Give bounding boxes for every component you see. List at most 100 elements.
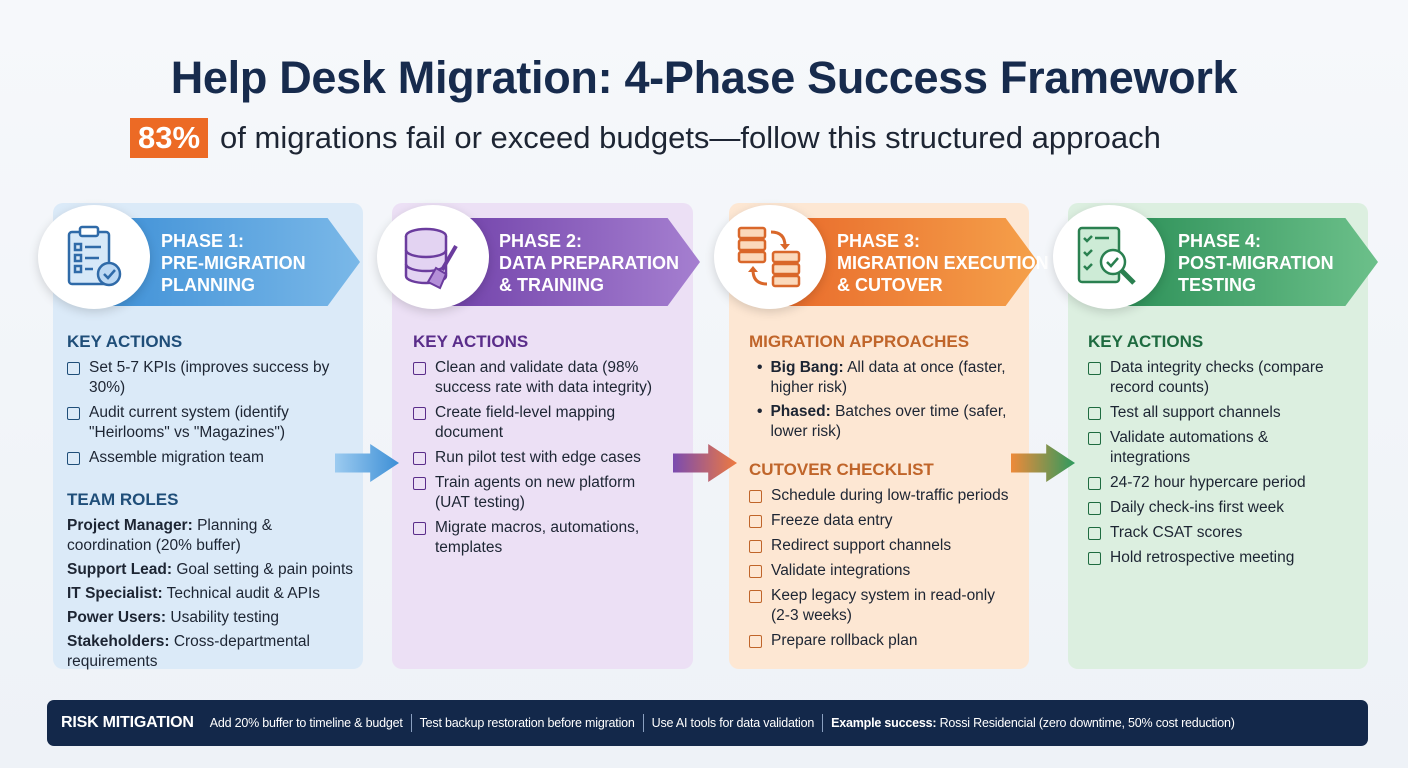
- phase-name: TESTING: [1178, 275, 1257, 295]
- key-actions-heading: KEY ACTIONS: [67, 332, 183, 351]
- role-item: Stakeholders: Cross-departmental require…: [67, 632, 337, 672]
- phase-label: PHASE 3:: [837, 231, 921, 251]
- approach-name: Phased:: [770, 403, 831, 420]
- checklist-item[interactable]: Test all support channels: [1088, 403, 1358, 423]
- role-item: Project Manager: Planning & coordination…: [67, 516, 297, 556]
- role-desc: Planning & coordination (20% buffer): [67, 517, 273, 554]
- clipboard-checklist-icon: [67, 225, 122, 287]
- role-item: IT Specialist: Technical audit & APIs: [67, 584, 357, 604]
- checkbox[interactable]: [67, 407, 80, 420]
- role-desc: Cross-departmental requirements: [67, 633, 310, 670]
- phase-label: PHASE 2:: [499, 231, 583, 251]
- phase-name: PRE-MIGRATION: [161, 253, 306, 273]
- item-text: Assemble migration team: [89, 449, 264, 466]
- checkbox[interactable]: [749, 540, 762, 553]
- checkbox[interactable]: [749, 565, 762, 578]
- checklist-item[interactable]: Keep legacy system in read-only (2-3 wee…: [749, 586, 1004, 626]
- checklist-item[interactable]: Redirect support channels: [749, 536, 1019, 556]
- divider: [642, 714, 644, 732]
- checkbox[interactable]: [1088, 552, 1101, 565]
- checkbox[interactable]: [67, 452, 80, 465]
- item-text: Prepare rollback plan: [771, 632, 918, 649]
- item-text: 24-72 hour hypercare period: [1110, 474, 1306, 491]
- approach-item: •Phased: Batches over time (safer, lower…: [757, 403, 1007, 440]
- checkbox[interactable]: [1088, 502, 1101, 515]
- item-text: Migrate macros, automations, templates: [435, 519, 640, 556]
- checkbox[interactable]: [1088, 407, 1101, 420]
- example-text: Rossi Residencial (zero downtime, 50% co…: [939, 716, 1235, 730]
- risk-item: Add 20% buffer to timeline & budget: [209, 716, 403, 730]
- phase-name: & TRAINING: [499, 275, 604, 295]
- checklist-item[interactable]: Validate integrations: [749, 561, 1019, 581]
- checkbox[interactable]: [1088, 477, 1101, 490]
- checkbox[interactable]: [1088, 432, 1101, 445]
- phase-3-title: PHASE 3:MIGRATION EXECUTION& CUTOVER: [837, 230, 1049, 296]
- checklist-item[interactable]: Set 5-7 KPIs (improves success by 30%): [67, 358, 357, 398]
- item-text: Validate integrations: [771, 562, 911, 579]
- key-actions-heading: KEY ACTIONS: [413, 332, 529, 351]
- item-text: Keep legacy system in read-only (2-3 wee…: [771, 587, 996, 624]
- checklist-item[interactable]: Data integrity checks (compare record co…: [1088, 358, 1353, 398]
- phase-3-content: MIGRATION APPROACHES •Big Bang: All data…: [749, 332, 1019, 656]
- checklist-item[interactable]: Migrate macros, automations, templates: [413, 518, 663, 558]
- phase-2-icon-circle: [377, 205, 489, 309]
- role-name: Project Manager:: [67, 517, 193, 534]
- item-text: Clean and validate data (98% success rat…: [435, 359, 653, 396]
- checkbox[interactable]: [1088, 362, 1101, 375]
- checkbox[interactable]: [749, 590, 762, 603]
- approach-desc: Batches over time (safer, lower risk): [770, 403, 1007, 440]
- checkbox[interactable]: [67, 362, 80, 375]
- checklist-item[interactable]: Validate automations & integrations: [1088, 428, 1318, 468]
- checkbox[interactable]: [749, 515, 762, 528]
- server-transfer-icon: [737, 226, 801, 288]
- role-desc: Goal setting & pain points: [176, 561, 354, 578]
- checklist-item[interactable]: Assemble migration team: [67, 448, 357, 468]
- checkbox[interactable]: [749, 635, 762, 648]
- checkbox[interactable]: [413, 522, 426, 535]
- item-text: Schedule during low-traffic periods: [771, 487, 1009, 504]
- checklist-item[interactable]: Track CSAT scores: [1088, 523, 1358, 543]
- item-text: Train agents on new platform (UAT testin…: [435, 474, 636, 511]
- checklist-item[interactable]: 24-72 hour hypercare period: [1088, 473, 1358, 493]
- phase-name: MIGRATION EXECUTION: [837, 253, 1049, 273]
- role-name: Power Users:: [67, 609, 167, 626]
- role-item: Support Lead: Goal setting & pain points: [67, 560, 357, 580]
- checkbox[interactable]: [413, 362, 426, 375]
- checklist-item[interactable]: Schedule during low-traffic periods: [749, 486, 1019, 506]
- divider: [822, 714, 824, 732]
- checklist-item[interactable]: Daily check-ins first week: [1088, 498, 1358, 518]
- checklist-item[interactable]: Run pilot test with edge cases: [413, 448, 683, 468]
- item-text: Validate automations & integrations: [1110, 429, 1269, 466]
- key-actions-heading: KEY ACTIONS: [1088, 332, 1204, 351]
- phase-3-icon-circle: [714, 205, 826, 309]
- phase-1-icon-circle: [38, 205, 150, 309]
- checklist-item[interactable]: Hold retrospective meeting: [1088, 548, 1358, 568]
- risk-mitigation-bar: RISK MITIGATION Add 20% buffer to timeli…: [47, 700, 1368, 746]
- role-item: Power Users: Usability testing: [67, 608, 357, 628]
- checklist-item[interactable]: Audit current system (identify "Heirloom…: [67, 403, 357, 443]
- checklist-item[interactable]: Freeze data entry: [749, 511, 1019, 531]
- risk-item: Test backup restoration before migration: [419, 716, 635, 730]
- approach-item: •Big Bang: All data at once (faster, hig…: [757, 359, 1006, 396]
- checklist-item[interactable]: Clean and validate data (98% success rat…: [413, 358, 683, 398]
- stat-badge: 83%: [130, 118, 209, 158]
- checklist-item[interactable]: Prepare rollback plan: [749, 631, 1019, 651]
- role-name: Support Lead:: [67, 561, 173, 578]
- checklist-item[interactable]: Create field-level mapping document: [413, 403, 653, 443]
- phase-name: POST-MIGRATION: [1178, 253, 1334, 273]
- checkbox[interactable]: [413, 477, 426, 490]
- item-text: Daily check-ins first week: [1110, 499, 1284, 516]
- checkbox[interactable]: [413, 452, 426, 465]
- item-text: Data integrity checks (compare record co…: [1110, 359, 1324, 396]
- phase-label: PHASE 4:: [1178, 231, 1262, 251]
- item-text: Track CSAT scores: [1110, 524, 1243, 541]
- checkbox[interactable]: [749, 490, 762, 503]
- checkbox[interactable]: [413, 407, 426, 420]
- page-title: Help Desk Migration: 4-Phase Success Fra…: [170, 52, 1238, 103]
- checklist-item[interactable]: Train agents on new platform (UAT testin…: [413, 473, 673, 513]
- phase-name: DATA PREPARATION: [499, 253, 679, 273]
- checkbox[interactable]: [1088, 527, 1101, 540]
- item-text: Run pilot test with edge cases: [435, 449, 641, 466]
